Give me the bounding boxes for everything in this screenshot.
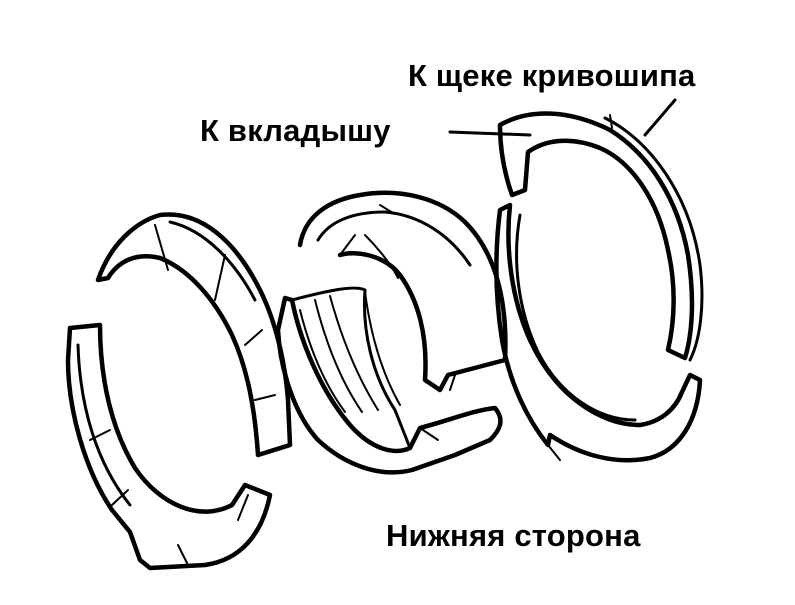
leader-line-crank: [643, 98, 677, 137]
left-thrust-washer-lower: [65, 322, 273, 571]
lower-bearing-shell: [275, 286, 503, 475]
label-crank-cheek: К щеке кривошипа: [408, 58, 696, 93]
left-thrust-washer-upper: [95, 212, 293, 458]
upper-bearing-shell: [297, 190, 508, 393]
leader-line-liner: [448, 130, 532, 137]
label-bottom-side: Нижняя сторона: [386, 518, 641, 553]
label-to-liner: К вкладышу: [200, 113, 391, 148]
right-thrust-washer-lower: [494, 202, 703, 463]
right-thrust-washer-upper: [497, 111, 704, 362]
